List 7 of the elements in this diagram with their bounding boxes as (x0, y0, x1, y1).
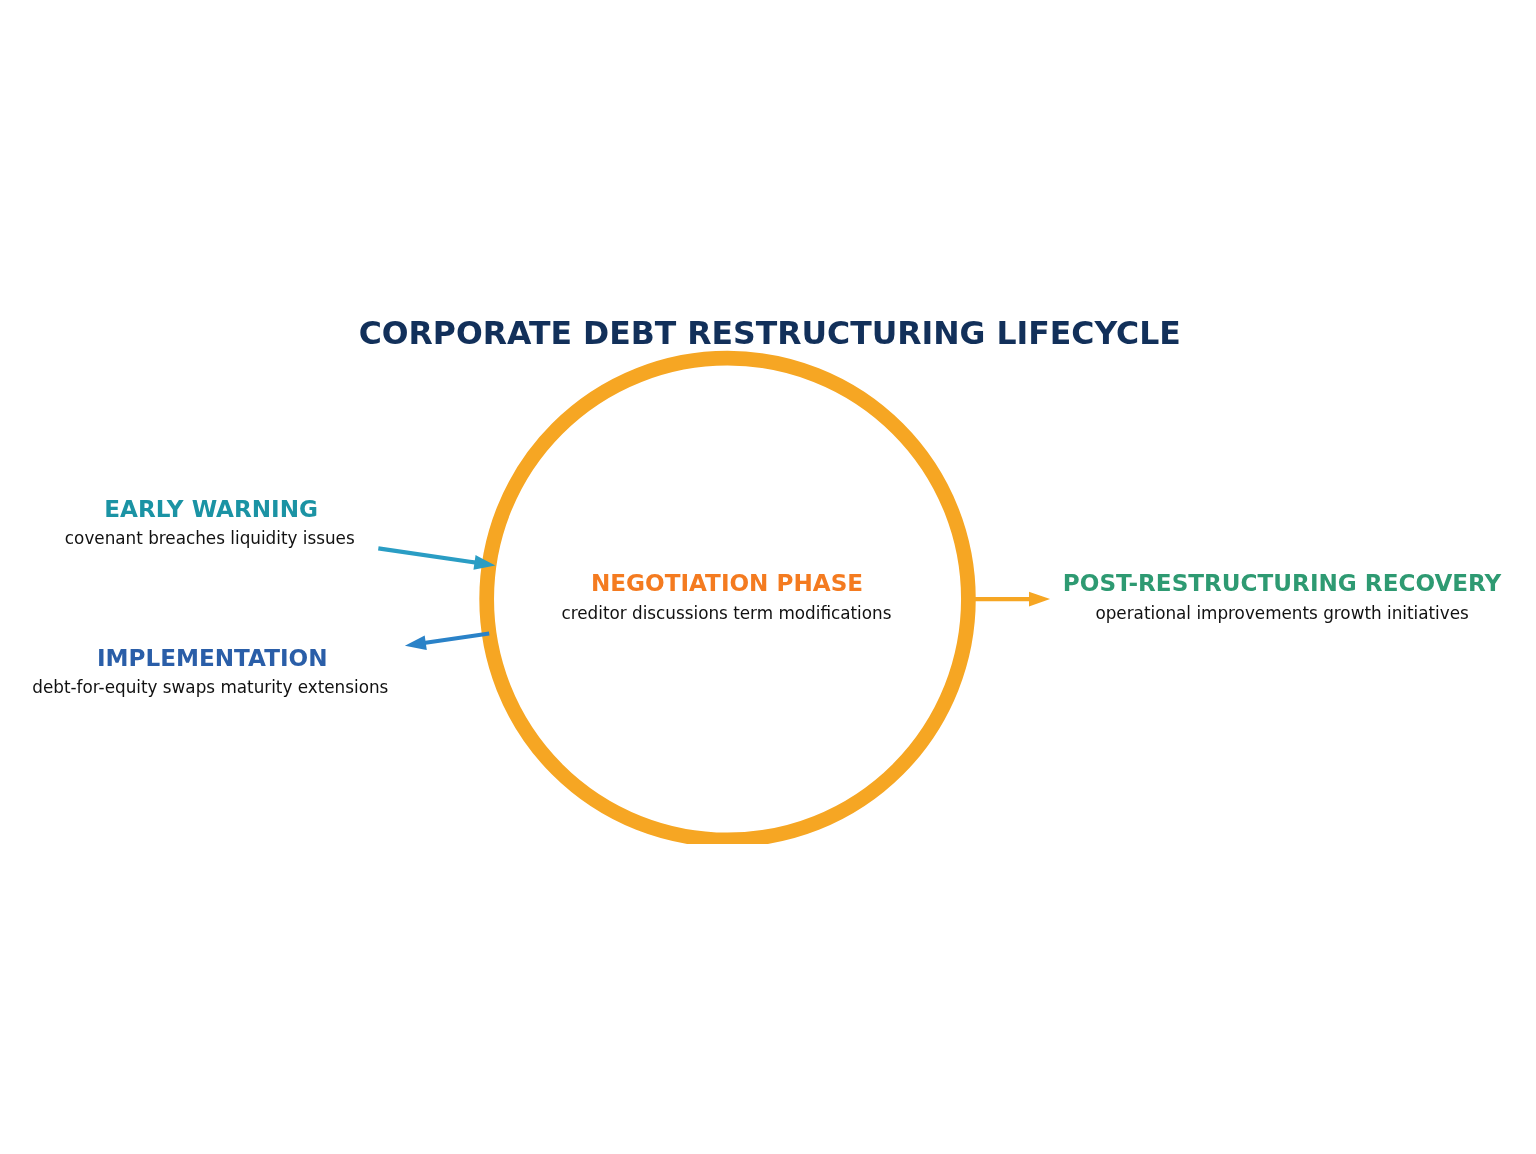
arrow (404, 630, 490, 650)
node-text: EARLY WARNING covenant breaches liquidity issues (64, 495, 355, 548)
diagram-title: CORPORATE DEBT RESTRUCTURING LIFECYCLE (358, 314, 1181, 351)
arrow (378, 545, 496, 570)
node-circle: NEGOTIATION PHASE creditor discussions term modifications (479, 350, 976, 844)
node-text: IMPLEMENTATION debt-for-equity swaps maturity extensions (32, 644, 389, 697)
node-text: POST-RESTRUCTURING RECOVERY operational improvements growth initiatives (1062, 569, 1502, 623)
